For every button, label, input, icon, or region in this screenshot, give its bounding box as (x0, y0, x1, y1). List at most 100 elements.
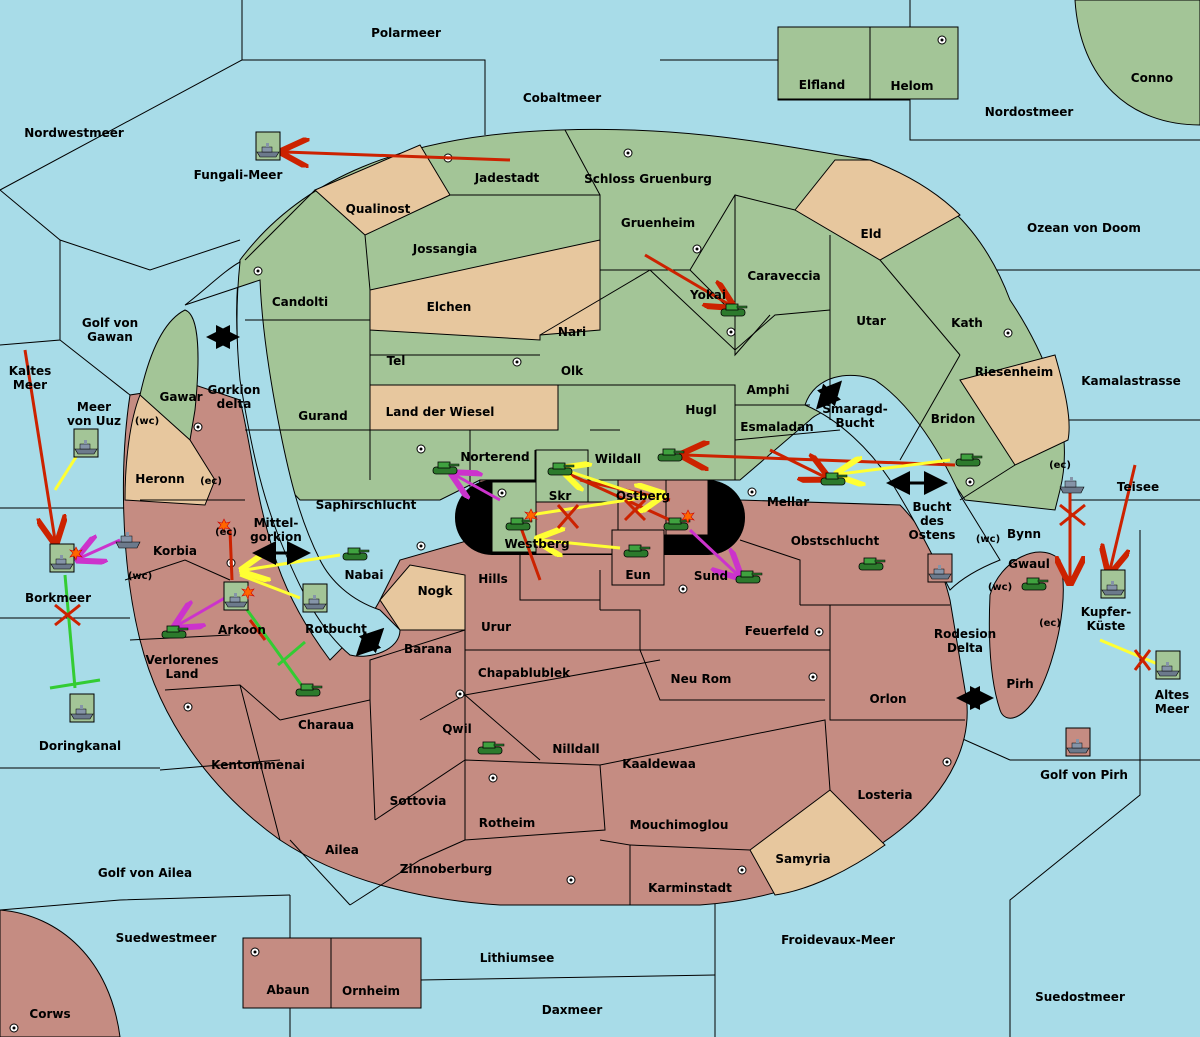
province-label: Jossangia (412, 242, 477, 256)
sea-label: Froidevaux-Meer (781, 933, 895, 947)
sea-label-line2: Bucht (835, 416, 874, 430)
sea-label-line1: Smaragd- (822, 402, 887, 416)
province-label: Heronn (135, 472, 184, 486)
sea-label-line2: von Uuz (67, 414, 121, 428)
sea-label: Teisee (1117, 480, 1159, 494)
province-label: Sottovia (390, 794, 447, 808)
province-label: Chapablublek (478, 666, 571, 680)
coast-label: (ec) (215, 527, 237, 538)
sea-label: Suedwestmeer (116, 931, 217, 945)
fleet-unit (1065, 727, 1091, 757)
province-label: Abaun (266, 983, 309, 997)
province-label: Caraveccia (747, 269, 820, 283)
sea-label-line2: Meer (13, 378, 47, 392)
sea-label-line1: Meer (77, 400, 111, 414)
sea-label: Fungali-Meer (194, 168, 283, 182)
fleet-unit (223, 581, 249, 611)
continent-south (122, 384, 968, 906)
sea-label: Kamalastrasse (1081, 374, 1181, 388)
province-label: Zinnoberburg (400, 862, 492, 876)
supply-center (253, 266, 263, 276)
province-label: Ostberg (616, 489, 670, 503)
province-label: Nilldall (552, 742, 599, 756)
province-label: Gruenheim (621, 216, 695, 230)
supply-center (692, 244, 702, 254)
sea-label: Doringkanal (39, 739, 121, 753)
province-label: Qwil (442, 722, 472, 736)
supply-center (942, 757, 952, 767)
province-label: Pirh (1006, 677, 1033, 691)
sea-label-line1: Rodesion (934, 627, 996, 641)
fleet-unit (69, 693, 95, 723)
sea-label: Nordostmeer (985, 105, 1074, 119)
neutral-regions (314, 144, 1070, 896)
supply-center (250, 947, 260, 957)
sea-label-line1: Golf von (82, 316, 138, 330)
province-label: Elfland (799, 78, 845, 92)
province-label: Candolti (272, 295, 328, 309)
coast-label: (ec) (1049, 460, 1071, 471)
province-label: Skr (549, 489, 572, 503)
province-label-line2: Land (166, 667, 199, 681)
fleet-unit (73, 428, 99, 458)
province-label: Nogk (418, 584, 454, 598)
sea-label-line1: Kaltes (9, 364, 52, 378)
province-label: Samyria (775, 852, 830, 866)
coast-label: (wc) (988, 582, 1012, 593)
supply-center (726, 327, 736, 337)
province-label: Esmaladan (740, 420, 813, 434)
sea-labels: Polarmeer Cobaltmeer Nordostmeer Nordwes… (9, 26, 1189, 1017)
province-label: Feuerfeld (745, 624, 810, 638)
province-label: Ailea (325, 843, 359, 857)
connection-arrows (206, 325, 994, 710)
province-label: Utar (856, 314, 886, 328)
province-label: Charaua (298, 718, 354, 732)
province-label: Helom (890, 79, 933, 93)
fleet-unit (927, 553, 953, 583)
province-label: Corws (29, 1007, 70, 1021)
sea-label-line2: delta (217, 397, 252, 411)
province-label: Bynn (1007, 527, 1041, 541)
province-label: Eun (625, 568, 650, 582)
province-label: Jadestadt (474, 171, 540, 185)
province-label: Schloss Gruenburg (584, 172, 712, 186)
province-label: Losteria (857, 788, 912, 802)
supply-center (416, 444, 426, 454)
sea-label: Cobaltmeer (523, 91, 601, 105)
order-arrows (23, 152, 1161, 691)
coast-label: (wc) (128, 571, 152, 582)
sea-label: Golf von Pirh (1040, 768, 1128, 782)
supply-center (488, 773, 498, 783)
sea-label-line2: Küste (1087, 619, 1126, 633)
sea-label-line2: Delta (947, 641, 983, 655)
province-label: Hills (478, 572, 508, 586)
sea-label-line3: Ostens (909, 528, 956, 542)
supply-center (497, 488, 507, 498)
sea-label: Daxmeer (542, 1003, 603, 1017)
sea-label-line2: Gawan (87, 330, 133, 344)
province-label: Urur (481, 620, 511, 634)
province-corws-shape (0, 909, 121, 1037)
province-label: Yokai (689, 288, 726, 302)
province-label: Elchen (427, 300, 472, 314)
coast-label: (wc) (135, 416, 159, 427)
province-labels: Elfland Helom Conno Jadestadt Schloss Gr… (29, 71, 1173, 1021)
province-label: Neu Rom (671, 672, 732, 686)
sea-label: Nordwestmeer (24, 126, 124, 140)
province-label: Tel (387, 354, 406, 368)
province-label: Mellar (767, 495, 809, 509)
province-elfland-box (777, 26, 871, 100)
province-label: Westberg (504, 537, 569, 551)
fleet-unit (302, 583, 328, 613)
supply-center (455, 689, 465, 699)
sea-label-line1: Gorkion (208, 383, 261, 397)
province-label: Barana (404, 642, 452, 656)
sea-label: Polarmeer (371, 26, 441, 40)
heronn-region (124, 394, 216, 506)
province-label: Gwaul (1008, 557, 1050, 571)
province-label: Nabai (345, 568, 384, 582)
supply-center (512, 357, 522, 367)
supply-center (623, 148, 633, 158)
province-label: Hugl (685, 403, 716, 417)
